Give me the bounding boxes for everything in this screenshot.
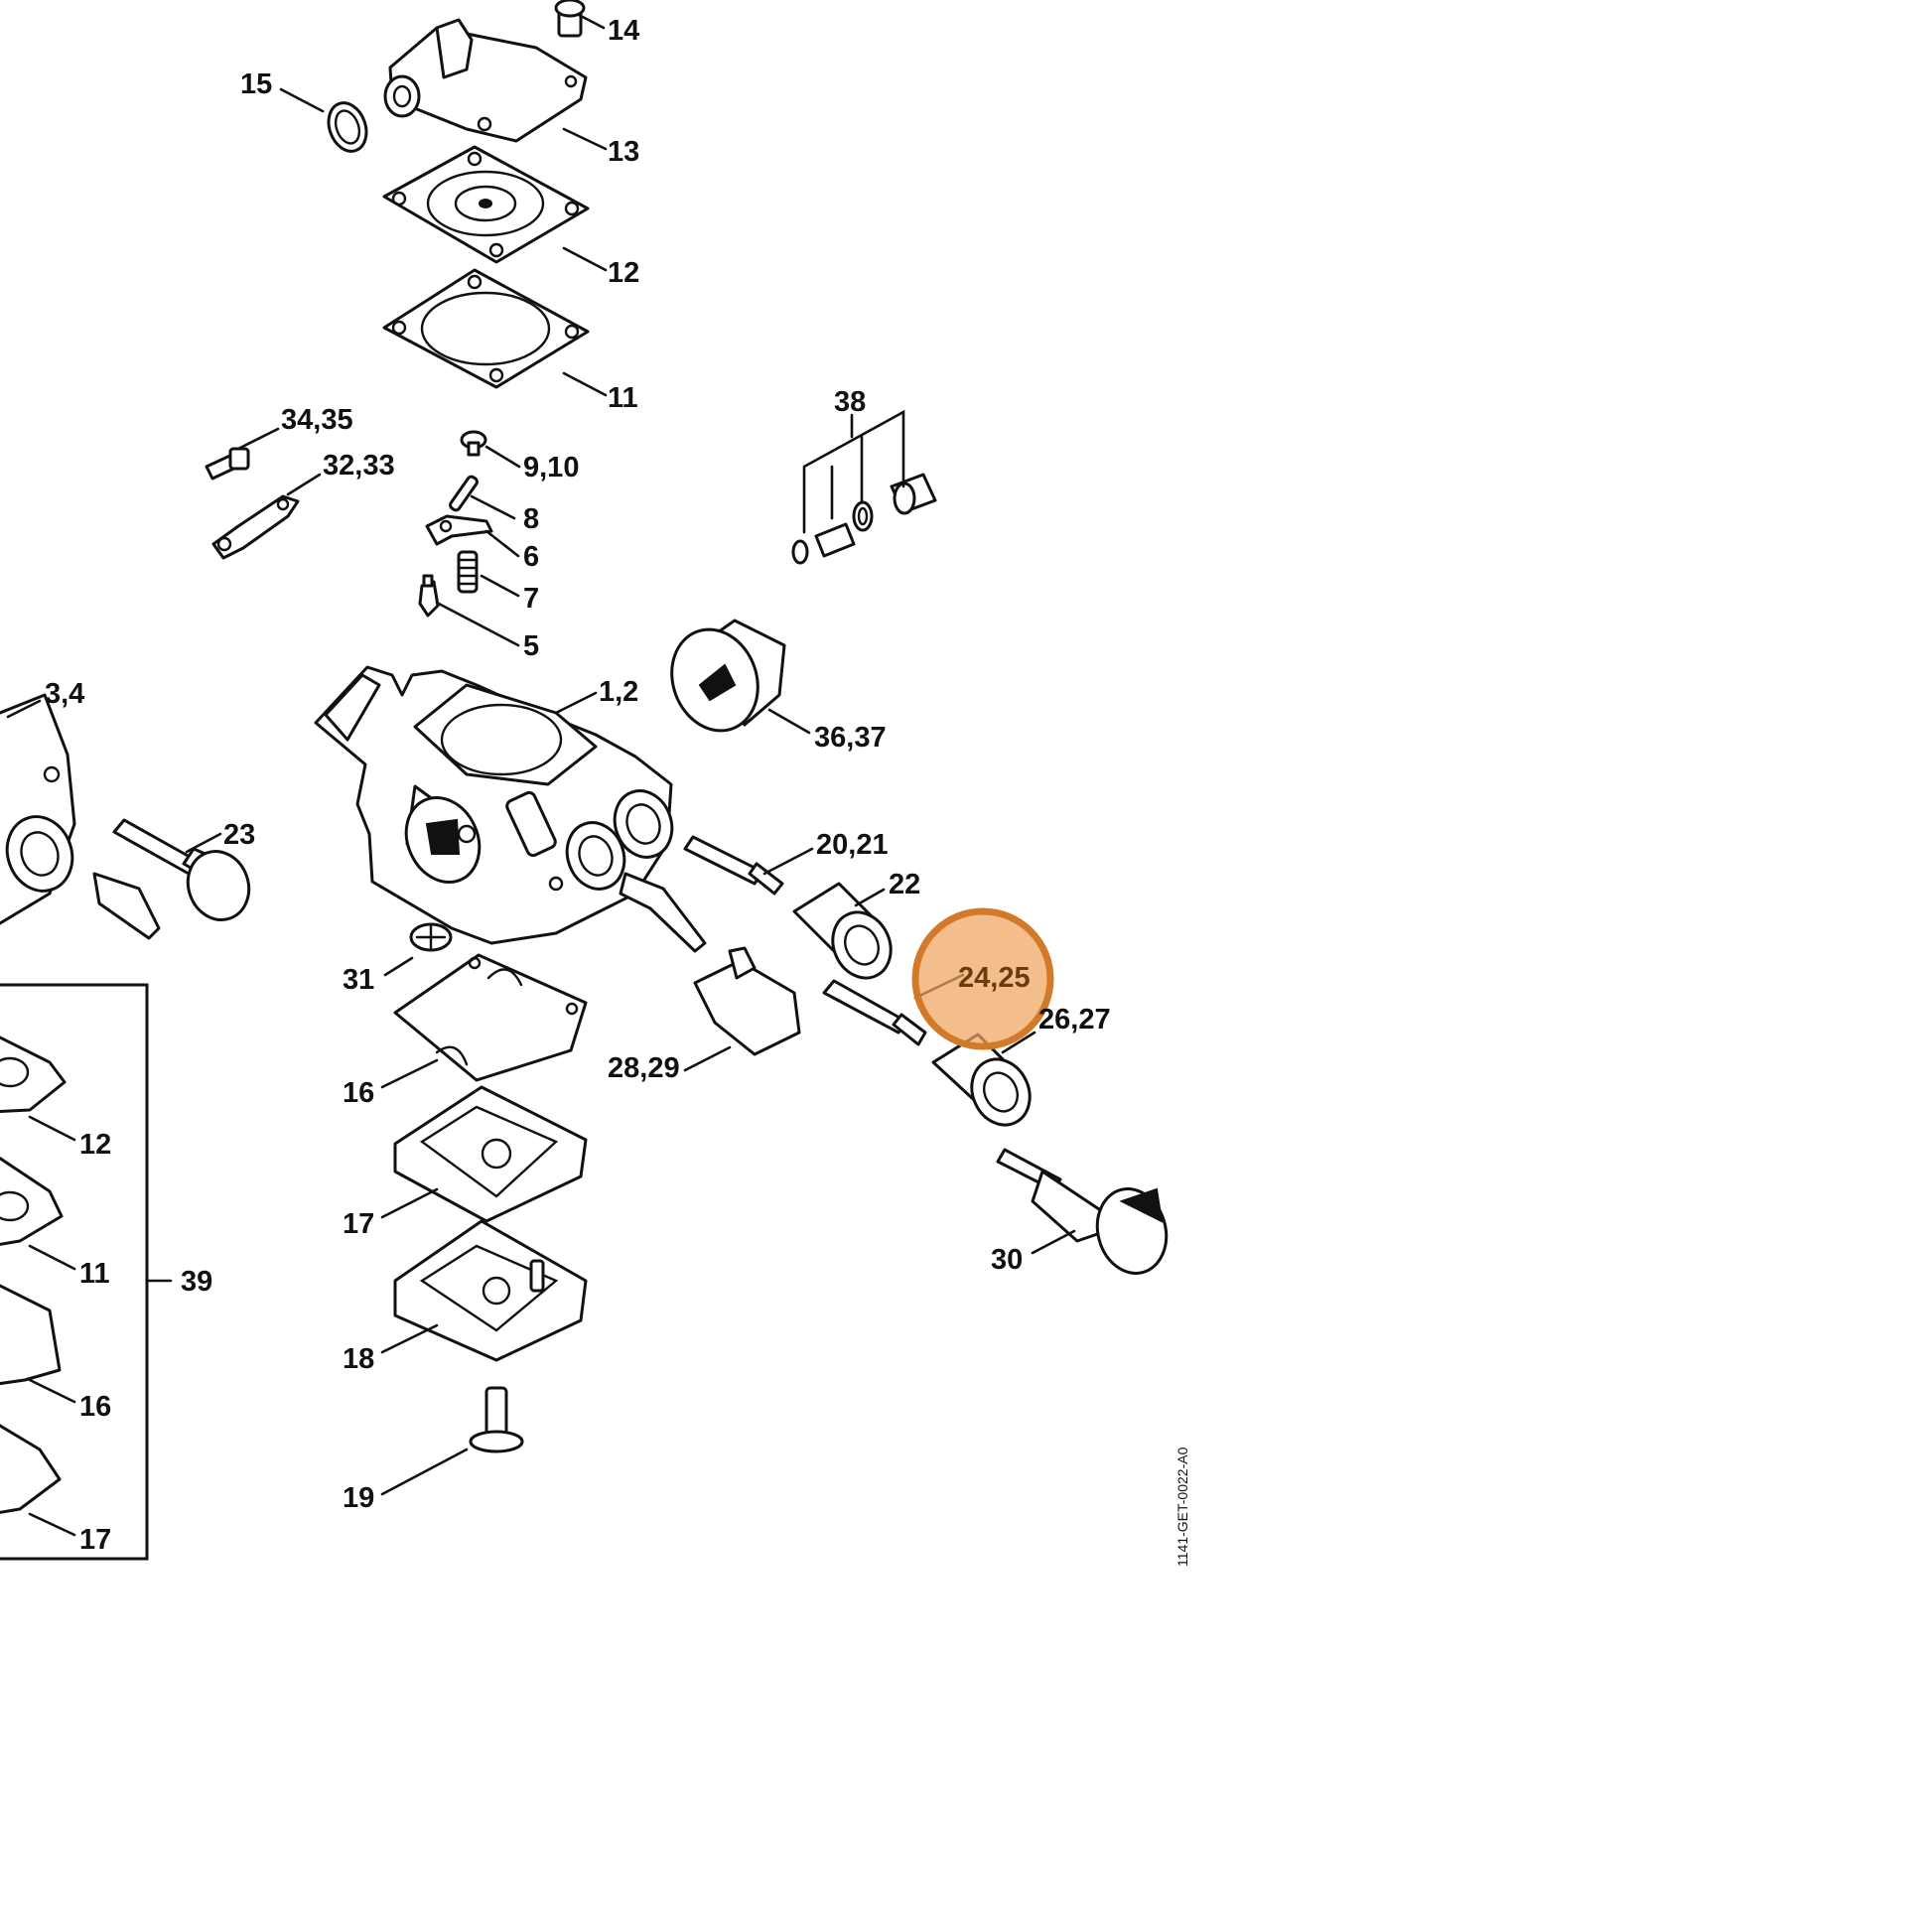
label-part-30[interactable]: 30 <box>991 1244 1023 1276</box>
leader-lines <box>6 13 1076 1537</box>
label-kit-part-16[interactable]: 16 <box>79 1391 111 1423</box>
part-20-21-screw <box>683 835 784 896</box>
label-part-19[interactable]: 19 <box>343 1482 374 1514</box>
part-6-lever <box>425 514 493 546</box>
label-part-32-33[interactable]: 32,33 <box>323 450 395 482</box>
label-part-18[interactable]: 18 <box>343 1343 374 1375</box>
part-3-4-carburetor-partial <box>0 693 76 925</box>
part-22-cap <box>792 882 893 980</box>
label-part-11[interactable]: 11 <box>608 382 638 414</box>
part-13-cover <box>383 18 588 143</box>
part-5-needle <box>418 574 440 618</box>
label-part-6[interactable]: 6 <box>523 541 539 573</box>
label-part-20-21[interactable]: 20,21 <box>816 829 889 861</box>
label-part-24-25[interactable]: 24,25 <box>958 962 1031 994</box>
label-part-36-37[interactable]: 36,37 <box>814 722 887 754</box>
kit-39-box <box>0 983 149 1561</box>
label-part-16[interactable]: 16 <box>343 1077 374 1109</box>
part-1-2-carburetor-body <box>314 665 674 945</box>
part-16-gasket <box>393 953 588 1082</box>
part-lever-mid <box>619 872 707 953</box>
part-12-diaphragm <box>382 145 590 264</box>
label-kit-part-12[interactable]: 12 <box>79 1129 111 1161</box>
label-part-3-4[interactable]: 3,4 <box>45 678 84 710</box>
part-36-37-filter <box>670 619 786 733</box>
label-part-12[interactable]: 12 <box>608 257 639 289</box>
part-labels: 14 15 13 12 11 34,35 32,33 9,10 8 6 7 5 … <box>45 15 1111 1556</box>
label-part-31[interactable]: 31 <box>343 964 374 996</box>
label-part-15[interactable]: 15 <box>240 69 272 100</box>
label-part-9-10[interactable]: 9,10 <box>523 452 579 483</box>
part-11-gasket <box>382 268 590 389</box>
label-part-17[interactable]: 17 <box>343 1208 374 1240</box>
part-15-ring-inner <box>334 109 361 145</box>
part-9-10-screw <box>460 430 487 457</box>
part-30-primer <box>996 1148 1169 1275</box>
part-15-ring <box>327 101 368 153</box>
label-part-39[interactable]: 39 <box>181 1266 212 1298</box>
part-24-25-screw <box>822 979 927 1046</box>
part-38-kit <box>791 473 937 565</box>
part-31-screen <box>409 922 453 952</box>
part-23-screw <box>92 818 251 940</box>
part-32-33-lever <box>211 494 300 560</box>
label-kit-part-11[interactable]: 11 <box>79 1258 110 1290</box>
drawing-code: 1141-GET-0022-A0 <box>1174 1447 1190 1567</box>
label-kit-part-17[interactable]: 17 <box>79 1524 111 1556</box>
label-part-26-27[interactable]: 26,27 <box>1038 1004 1111 1035</box>
label-part-34-35[interactable]: 34,35 <box>281 404 353 436</box>
label-part-1-2[interactable]: 1,2 <box>599 676 638 708</box>
label-part-7[interactable]: 7 <box>523 583 539 615</box>
label-part-28-29[interactable]: 28,29 <box>608 1052 680 1084</box>
label-part-13[interactable]: 13 <box>608 136 639 168</box>
label-part-22[interactable]: 22 <box>889 869 920 900</box>
part-28-29-bracket <box>693 946 801 1056</box>
part-17-plate <box>393 1085 588 1223</box>
part-8-pin <box>449 475 479 512</box>
label-part-23[interactable]: 23 <box>223 819 255 851</box>
label-part-14[interactable]: 14 <box>608 15 639 47</box>
label-part-38[interactable]: 38 <box>834 386 866 418</box>
selected-part-highlight[interactable] <box>911 907 1054 1050</box>
part-19-screw <box>469 1386 524 1453</box>
part-7-spring <box>457 550 479 594</box>
part-18-plate <box>393 1219 588 1362</box>
part-14-screw <box>554 0 586 38</box>
part-34-35-screw <box>205 447 250 481</box>
label-part-5[interactable]: 5 <box>523 630 539 662</box>
label-part-8[interactable]: 8 <box>523 503 539 535</box>
